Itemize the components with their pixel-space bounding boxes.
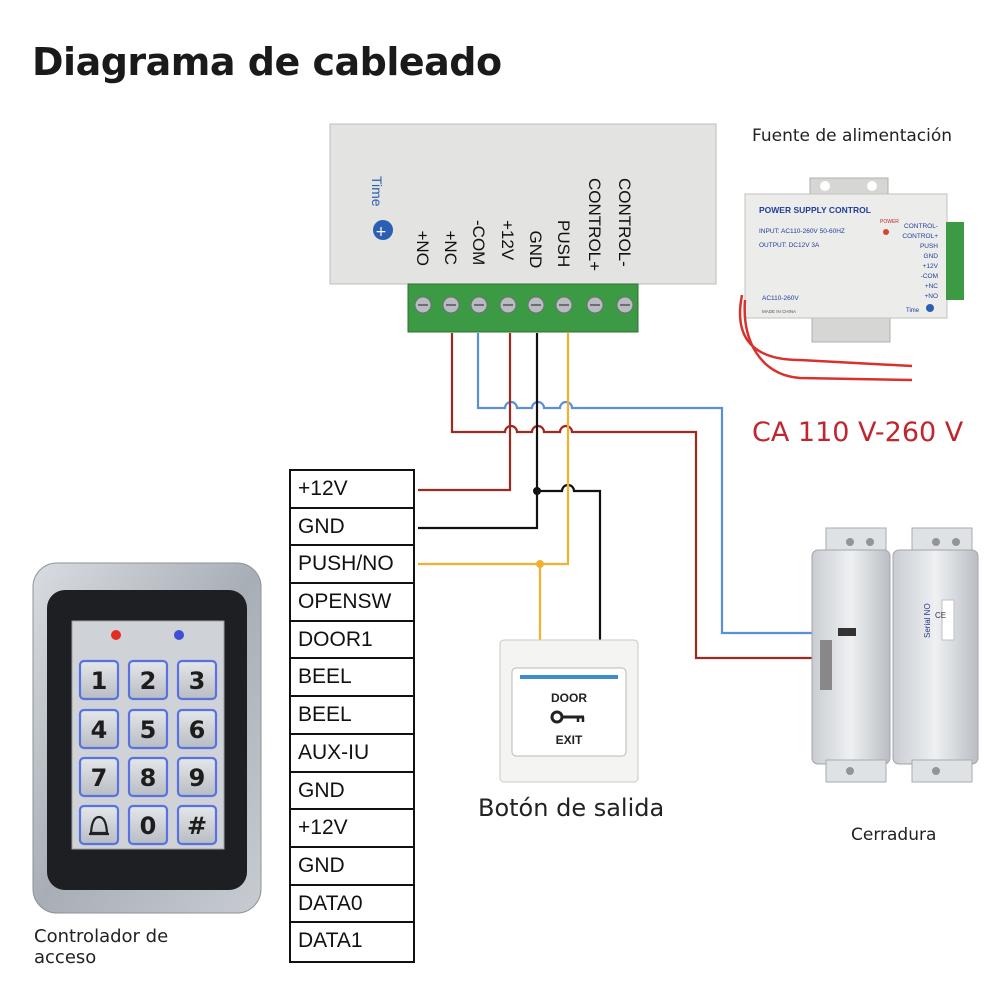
psu-terminal-label: -COM	[469, 220, 488, 265]
keypad-key	[78, 804, 120, 846]
controller-terminal-row: DATA1	[298, 929, 363, 953]
controller-label: Controlador de acceso	[34, 926, 169, 968]
power-supply-label: Fuente de alimentación	[752, 126, 953, 146]
keypad-key	[176, 756, 218, 798]
wire-blue-com	[476, 333, 812, 635]
exit-button-label: Botón de salida	[478, 794, 665, 822]
psu-terminal-label: +NC	[441, 231, 460, 265]
psu-small-made-in: MADE IN CHINA	[762, 309, 796, 314]
psu-small-terminal-label: +NO	[924, 293, 938, 300]
controller-terminal-row: GND	[291, 848, 413, 886]
keypad-key-label: 3	[189, 667, 206, 695]
keypad-key-label: 2	[140, 667, 157, 695]
keypad-key	[78, 659, 120, 701]
keypad-controller: 1 2 3 4 5 6 7 8 9 0 #	[32, 562, 262, 914]
keypad-key	[127, 804, 169, 846]
psu-small-terminal-label: CONTROL+	[902, 233, 938, 240]
keypad-key-label: 9	[189, 764, 206, 792]
psu-small-terminal-label: +NC	[925, 283, 938, 290]
keypad-key-label: #	[187, 812, 207, 840]
psu-small-terminal-label: CONTROL-	[904, 223, 938, 230]
power-supply-photo: POWER SUPPLY CONTROL INPUT: AC110-260V 5…	[738, 177, 964, 382]
controller-terminal-row: BEEL	[291, 697, 413, 735]
terminal-screws	[414, 296, 634, 314]
psu-small-time: Time	[906, 308, 920, 314]
lock-ce-text: CE	[935, 611, 946, 620]
keypad-key-label: 7	[91, 764, 108, 792]
controller-terminal-row: DATA0	[291, 886, 413, 924]
keypad-key-label: 4	[91, 716, 108, 744]
bolt-lock: Serial NO CE	[811, 527, 979, 783]
keypad-key	[176, 708, 218, 750]
psu-small-terminal-label: +12V	[923, 263, 939, 270]
ac-input-label: CA 110 V-260 V	[752, 417, 964, 448]
keypad-key-label: 0	[140, 812, 157, 840]
wire-red-nc	[450, 333, 812, 660]
psu-time-label: Time	[369, 176, 385, 207]
psu-small-input: INPUT: AC110-260V 50-60HZ	[759, 228, 845, 235]
psu-small-terminal-label: PUSH	[920, 243, 938, 250]
junction-push	[536, 560, 544, 568]
psu-terminal-label: CONTROL-	[615, 178, 634, 267]
psu-small-header: POWER SUPPLY CONTROL	[759, 205, 871, 215]
controller-terminal-row: AUX-IU	[291, 735, 413, 773]
psu-terminal-label: PUSH	[554, 220, 573, 267]
keypad-key	[127, 659, 169, 701]
psu-terminal-label: GND	[526, 231, 545, 269]
wires	[418, 333, 812, 660]
psu-terminal-label: +12V	[498, 220, 517, 261]
psu-small-terminal-label: GND	[924, 253, 939, 260]
psu-terminal-label: +NO	[413, 231, 432, 266]
psu-small-terminal-labels: CONTROL- CONTROL+ PUSH GND +12V -COM +NC +NO	[902, 223, 938, 300]
psu-terminal-labels: +NO +NC -COM +12V GND PUSH CONTROL+ CONTROL-	[413, 178, 634, 271]
exit-button-door-text: DOOR	[551, 691, 587, 705]
controller-terminal-row: +12V	[291, 471, 413, 509]
keypad-key-label: 1	[91, 667, 108, 695]
lock-serial-text: Serial NO	[923, 603, 932, 638]
controller-terminal-row: GND	[291, 773, 413, 811]
exit-button: DOOR EXIT	[499, 639, 639, 783]
keypad-key-label: 6	[189, 716, 206, 744]
exit-button-exit-text: EXIT	[556, 733, 583, 747]
wire-black-gnd	[418, 333, 539, 530]
keypad-key	[127, 756, 169, 798]
psu-small-terminal-label: -COM	[921, 273, 938, 280]
psu-time-dial: + Time	[369, 176, 393, 240]
controller-terminal-row: PUSH/NO	[291, 546, 413, 585]
controller-terminal-row: GND	[291, 509, 413, 547]
psu-small-output: OUTPUT: DC12V 3A	[759, 242, 820, 249]
psu-small-voltage: AC110-260V	[762, 295, 799, 302]
keypad-key	[127, 708, 169, 750]
svg-text:+: +	[375, 224, 387, 240]
wire-yellow-push	[418, 333, 570, 566]
psu-terminal-label: CONTROL+	[585, 178, 604, 271]
page-title: Diagrama de cableado	[32, 40, 502, 84]
junction-gnd	[533, 487, 541, 495]
lock-label: Cerradura	[851, 825, 937, 845]
keypad-key	[78, 756, 120, 798]
power-supply-closeup: +NO +NC -COM +12V GND PUSH CONTROL+ CONTROL- + …	[329, 123, 717, 333]
key-icon	[550, 710, 585, 724]
keypad-key-label: 8	[140, 764, 157, 792]
keypad-keys: 1 2 3 4 5 6 7 8 9 0 #	[78, 659, 218, 846]
psu-small-power: POWER	[880, 219, 899, 225]
bell-icon	[89, 815, 109, 836]
keypad-key	[176, 659, 218, 701]
controller-terminal-row: BEEL	[291, 659, 413, 698]
controller-terminal-row: DOOR1	[291, 622, 413, 660]
keypad-key	[176, 804, 218, 846]
controller-terminal-row: +12V	[291, 810, 413, 848]
wire-red-12v	[418, 333, 512, 492]
keypad-key	[78, 708, 120, 750]
keypad-key-label: 5	[140, 716, 157, 744]
controller-terminal-row: OPENSW	[291, 584, 413, 622]
